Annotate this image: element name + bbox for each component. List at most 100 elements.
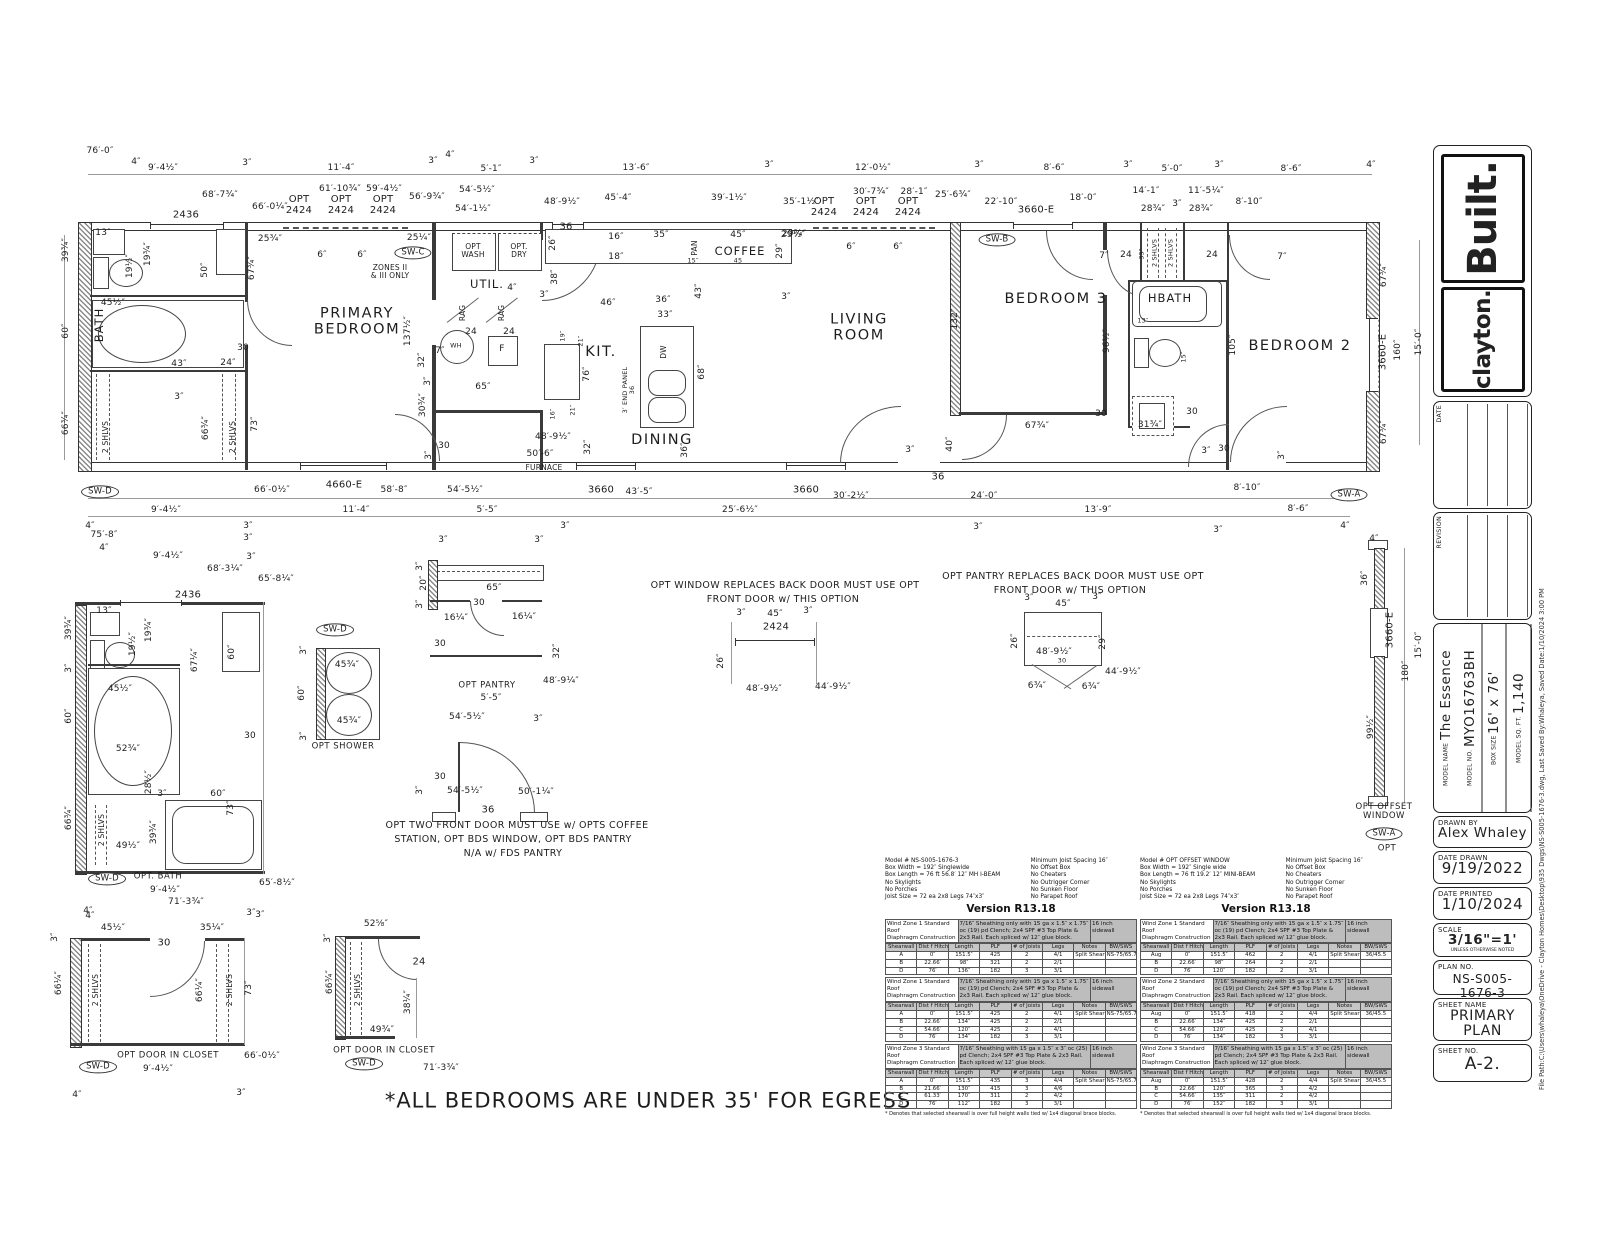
dim-label: 44′-9½″ — [815, 682, 851, 693]
wall-segment — [950, 222, 961, 416]
closet-shelves — [216, 944, 229, 1042]
dim-label: 30 — [1186, 407, 1198, 418]
window-label: 3660 — [792, 484, 820, 496]
dim-label: 2 SHLVS — [227, 420, 237, 454]
dim-label: 30 — [244, 731, 256, 742]
dim-label: 73″ — [244, 980, 255, 996]
wall-segment — [430, 655, 542, 657]
sink-fixture — [93, 229, 125, 255]
dim-label: 6″ — [846, 242, 856, 253]
dim-label: 54′-5½″ — [449, 712, 485, 723]
dim-label: 66′-0½″ — [244, 1051, 280, 1062]
shower-basin — [326, 652, 372, 694]
dim-label: 3″ — [428, 156, 438, 167]
dim-label: 48′-9¼″ — [543, 676, 579, 687]
dim-label: 54′-1½″ — [455, 204, 491, 215]
wall-segment — [78, 462, 1378, 472]
model-sqft-cell: MODEL SQ. FT. 1,140 — [1506, 624, 1531, 812]
furnace-box — [488, 336, 518, 366]
dim-label: 25¼″ — [406, 233, 432, 244]
wall-segment — [78, 222, 92, 472]
dim-label: 24′-0″ — [970, 491, 998, 502]
window-label: 4660-E — [325, 479, 363, 491]
dim-label: 6″ — [893, 242, 903, 253]
dim-label: 180″ — [1401, 660, 1412, 682]
dim-label: 38″ — [550, 269, 561, 285]
dimension-line — [88, 498, 1350, 499]
dim-label: 75′-8″ — [90, 530, 118, 541]
door-arc — [962, 415, 1007, 460]
window-label: OPT 2424 — [894, 196, 922, 218]
dim-label: 8′-6″ — [1287, 504, 1309, 515]
dim-label: 28½″ — [144, 769, 155, 795]
dim-label: 7″ — [1277, 252, 1287, 263]
opt-dryer-label: OPT. DRY — [510, 241, 528, 259]
wall-segment — [1374, 548, 1385, 610]
dim-label: 45¾″ — [336, 716, 362, 727]
detail-title-opt-door-closet: OPT DOOR IN CLOSET — [117, 1050, 219, 1061]
dim-label: PAN — [689, 240, 699, 256]
room-label-primary-bedroom: PRIMARY BEDROOM — [313, 305, 401, 337]
dim-label: 65′-8½″ — [259, 878, 295, 889]
dim-label: 8′-10″ — [1233, 483, 1261, 494]
dim-label: 3″ — [255, 910, 265, 921]
dim-label: 30 — [434, 639, 446, 650]
room-label-dining: DINING — [631, 432, 693, 449]
wall-segment — [70, 938, 82, 1048]
toilet-tank — [1134, 338, 1149, 368]
dim-label: 15′-0″ — [1414, 631, 1425, 659]
dim-label: 66¾″ — [64, 805, 75, 831]
dim-label: 49¾″ — [369, 1025, 395, 1036]
dim-label: 3″ — [781, 292, 791, 303]
dim-label: 30 — [237, 343, 249, 354]
dim-label: 48′-9½″ — [544, 197, 580, 208]
dimension-line — [1419, 240, 1420, 445]
sw-d-marker: SW-D — [79, 1060, 117, 1074]
dim-label: 5′-1″ — [480, 164, 502, 175]
file-path-text: File Path:C:\Users\whaleya\OneDrive - Cl… — [1538, 588, 1546, 1090]
window-label: OPT 2424 — [369, 194, 397, 216]
wall-segment — [245, 222, 248, 302]
date-revision-band: DATE — [1433, 401, 1532, 509]
date-printed-box: DATE PRINTED 1/10/2024 — [1433, 887, 1532, 920]
model-info-box: MODEL NAME The Essence MODEL NO. MYO1676… — [1433, 623, 1532, 813]
wall-segment — [335, 936, 346, 1040]
dim-label: 19½″ — [128, 631, 139, 657]
dim-label: 45¾″ — [334, 660, 360, 671]
dim-label: 24 — [503, 327, 515, 338]
dim-label: 39′-1½″ — [711, 193, 747, 204]
table-grid — [1448, 404, 1529, 506]
dim-label: 3″ — [174, 392, 184, 403]
closet-shelves — [1165, 228, 1177, 278]
dim-label: 44′-9½″ — [1105, 667, 1141, 678]
dim-label: 3″ — [764, 160, 774, 171]
dim-label: 2 SHLVS — [224, 973, 234, 1007]
dim-label: 28¾″ — [1140, 204, 1166, 215]
dim-label: 45½″ — [100, 923, 126, 934]
window-3660e — [1013, 222, 1073, 229]
dim-label: 65′-8¼″ — [258, 574, 294, 585]
pantry-diagram — [1024, 612, 1102, 666]
dim-label: 39¾″ — [64, 615, 75, 641]
dim-label: 3″ — [424, 450, 435, 460]
dim-label: ZONES II & III ONLY — [370, 262, 410, 280]
wall-cap — [1368, 796, 1388, 806]
shelf-dashed-line — [432, 571, 540, 572]
sw-d-marker: SW-D — [345, 1057, 383, 1071]
dim-label: 60″ — [297, 685, 308, 701]
dim-label: 29½″ — [780, 230, 806, 241]
dim-label: 22′-10″ — [984, 197, 1018, 208]
dim-label: 11′-5¼″ — [1188, 186, 1224, 197]
dim-label: 45″ — [1055, 599, 1071, 610]
dim-label: 7″ — [435, 346, 445, 357]
dim-label: 3″ — [1201, 446, 1211, 457]
dim-label: 3″ — [1172, 199, 1182, 210]
dim-label: 6″ — [357, 250, 367, 261]
dim-label: 2 SHLVS — [100, 420, 110, 454]
dimension-line — [1404, 548, 1405, 803]
door-arc — [1229, 235, 1270, 280]
dim-label: 4″ — [1366, 160, 1376, 171]
dim-label: 71′-3¾″ — [168, 897, 204, 908]
dim-label: 35¼″ — [199, 923, 225, 934]
